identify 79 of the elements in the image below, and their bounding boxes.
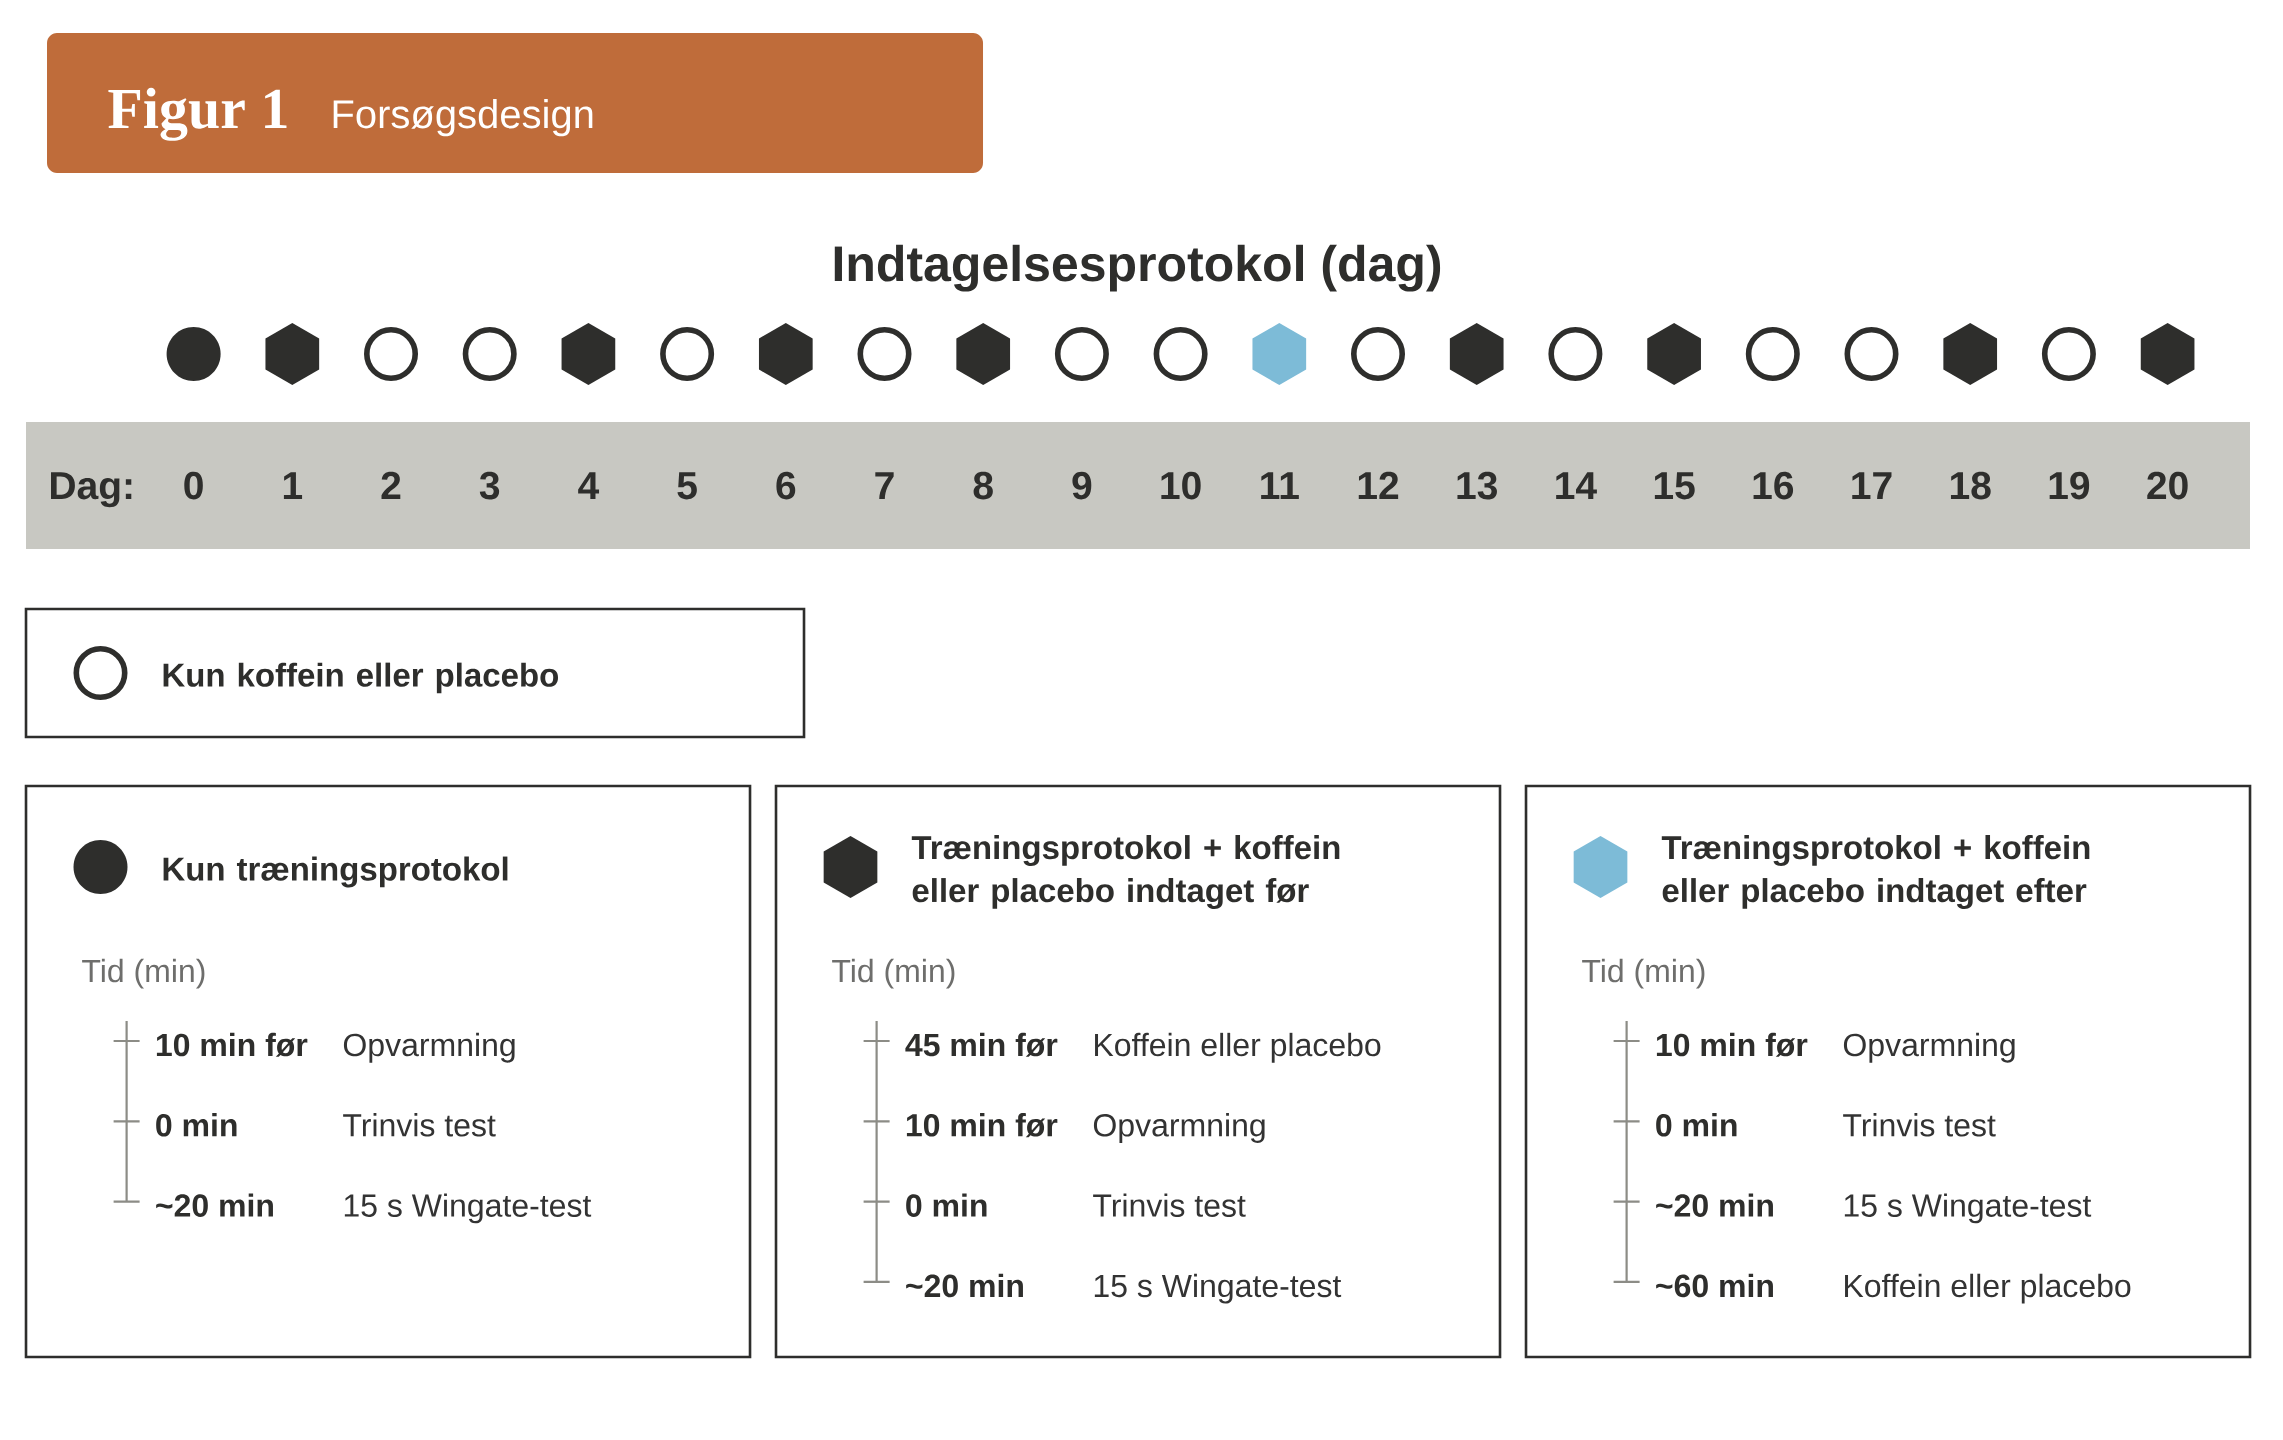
open-circle-symbol [462,327,517,381]
activity-label: Trinvis test [1093,1193,1246,1217]
time-label: 10 min før [906,1113,1058,1138]
hexagon-symbol [823,836,878,898]
day-number: 16 [1753,471,1794,500]
open-circle-symbol [660,327,715,381]
hexagon-symbol [956,323,1011,385]
day-number: 9 [1072,471,1092,500]
open-circle-symbol [1745,327,1800,381]
time-label: 0 min [1656,1113,1737,1137]
hexagon-symbol [1449,323,1504,385]
day-number: 8 [973,471,993,500]
box-heading: Træningsprotokol + koffein eller placebo indtaget før [911,835,1340,909]
open-circle-symbol [2041,327,2096,381]
open-circle-symbol [364,327,418,381]
day-number: 0 [184,471,203,500]
time-label: ~20 min [1656,1193,1773,1217]
hexagon-symbol [1573,836,1628,898]
heading: Indtagelsesprotokol (dag) [834,244,1441,292]
figure-number: Figur 1 [108,87,287,141]
day-number: 15 [1654,472,1695,500]
day-number: 4 [578,472,600,499]
day-number: 20 [2147,471,2188,500]
hexagon-symbol [758,323,813,385]
activity-label: Trinvis test [1843,1113,1996,1137]
activity-label: Koffein eller placebo [1095,1032,1381,1063]
time-label: 0 min [156,1113,237,1137]
activity-label: 15 s Wingate-test [1094,1273,1342,1304]
box-heading: Træningsprotokol + koffein eller placebo indtaget efter [1661,835,2090,909]
open-circle-symbol [1351,327,1405,381]
hexagon-symbol [265,323,320,385]
figure-title: Forsøgsdesign [333,99,593,137]
time-label: 45 min før [905,1032,1058,1057]
time-label: 0 min [906,1193,987,1217]
box-heading: Kun træningsprotokol [163,856,508,888]
time-label: 10 min før [1656,1032,1808,1057]
axis-label: Tid (min) [1582,958,1705,989]
open-circle-symbol [73,646,128,700]
activity-label: Opvarmning [1843,1032,2015,1063]
time-label: 10 min før [156,1032,308,1057]
hexagon-symbol [561,323,616,385]
day-number: 17 [1852,472,1892,499]
filled-circle-symbol [166,327,221,381]
hexagon-symbol [1647,323,1701,385]
day-number: 18 [1950,471,1991,500]
open-circle-symbol [1153,327,1208,381]
day-number: 5 [677,472,697,500]
box-heading: Kun koffein eller placebo [163,662,558,694]
row-label: Dag: [51,472,132,508]
activity-label: 15 s Wingate-test [1844,1193,2092,1224]
day-number: 10 [1161,471,1201,500]
time-label: ~20 min [156,1193,273,1217]
day-number: 1 [283,472,303,499]
day-number: 13 [1457,471,1497,500]
day-number: 3 [479,471,500,500]
day-number: 19 [2049,471,2090,500]
day-number: 2 [381,471,401,499]
filled-circle-symbol [73,840,128,894]
hexagon-symbol [1252,323,1307,385]
day-number: 6 [776,471,796,500]
time-label: ~60 min [1656,1273,1773,1298]
day-number: 12 [1358,471,1399,499]
time-label: ~20 min [906,1273,1023,1298]
activity-label: Opvarmning [1093,1113,1265,1143]
open-circle-symbol [1844,327,1899,381]
day-number: 11 [1261,472,1299,499]
hexagon-symbol [1943,323,1998,385]
open-circle-symbol [857,327,912,381]
day-number: 7 [875,472,894,499]
axis-label: Tid (min) [82,958,205,989]
open-circle-symbol [1054,327,1109,381]
open-circle-symbol [1548,327,1603,381]
activity-label: 15 s Wingate-test [344,1193,592,1224]
day-number: 14 [1556,472,1597,499]
activity-label: Opvarmning [343,1032,515,1063]
axis-label: Tid (min) [832,958,955,989]
hexagon-symbol [2140,323,2195,385]
activity-label: Koffein eller placebo [1845,1273,2131,1304]
activity-label: Trinvis test [343,1113,496,1137]
